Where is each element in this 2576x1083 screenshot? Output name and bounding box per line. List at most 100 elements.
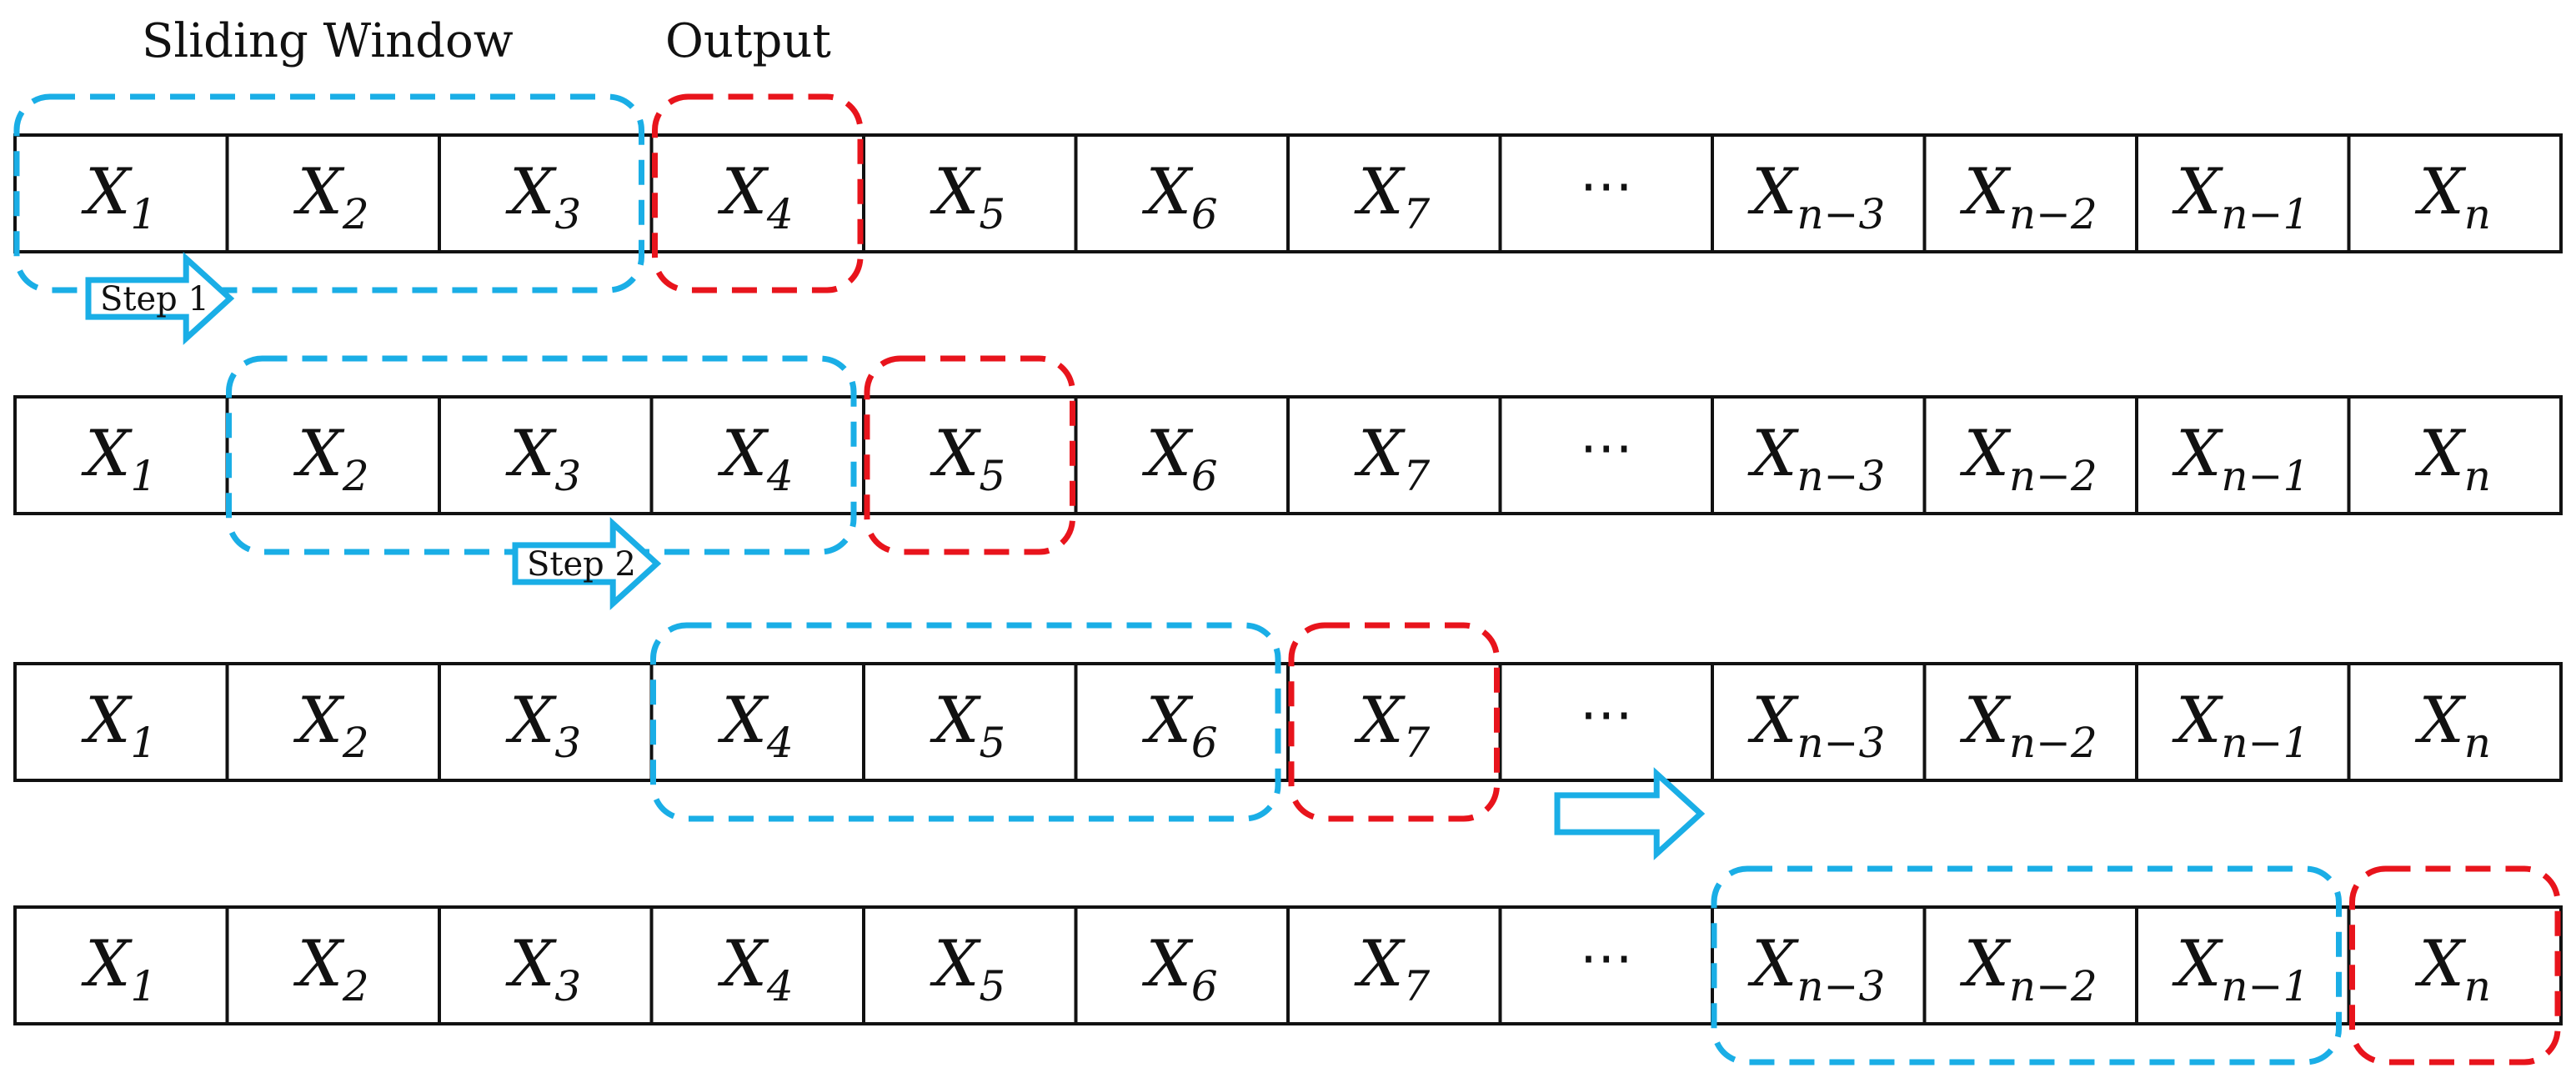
sequence-cell xyxy=(13,133,229,253)
symbol-subscript: n−3 xyxy=(1797,190,1885,238)
sliding-window-box xyxy=(1711,865,2342,1065)
symbol-base: X xyxy=(1354,926,1406,1000)
symbol-subscript: 7 xyxy=(1403,452,1430,500)
cell-symbol: Xn−3 xyxy=(1747,926,1885,1010)
symbol-base: X xyxy=(505,154,557,228)
symbol-subscript: 6 xyxy=(1191,719,1218,767)
symbol-subscript: 2 xyxy=(342,190,369,238)
cell-symbol: X4 xyxy=(718,926,794,1010)
output-box xyxy=(2349,865,2561,1065)
cell-symbol: Xn−3 xyxy=(1747,154,1885,238)
symbol-subscript: 5 xyxy=(979,452,1005,500)
sequence-cell xyxy=(1498,662,1714,782)
cell-symbol: Xn−3 xyxy=(1747,683,1885,767)
symbol-subscript: 3 xyxy=(554,190,581,238)
symbol-subscript: 2 xyxy=(342,452,369,500)
symbol-base: X xyxy=(1354,416,1406,490)
symbol-subscript: 4 xyxy=(766,452,794,500)
cell-symbol: X3 xyxy=(505,683,581,767)
cell-symbol: X6 xyxy=(1142,926,1218,1010)
cell-symbol: Xn−1 xyxy=(2172,926,2309,1010)
symbol-base: X xyxy=(293,416,345,490)
symbol-subscript: 2 xyxy=(342,719,369,767)
symbol-base: X xyxy=(1960,416,2012,490)
sequence-cell xyxy=(649,395,865,515)
sequence-cell xyxy=(2347,905,2563,1025)
cell-symbol: Xn−2 xyxy=(1960,683,2097,767)
sequence-cell xyxy=(2135,133,2351,253)
symbol-base: X xyxy=(930,416,981,490)
cell-symbol: Xn−2 xyxy=(1960,416,2097,500)
symbol-base: X xyxy=(930,926,981,1000)
symbol-base: X xyxy=(2172,683,2223,757)
cell-symbol: X2 xyxy=(293,154,369,238)
cell-symbol: X7 xyxy=(1354,416,1430,500)
sequence-cell xyxy=(1711,662,1927,782)
symbol-base: X xyxy=(1747,154,1799,228)
step-arrow xyxy=(512,517,662,610)
sequence-cell xyxy=(862,905,1078,1025)
cell-symbol: X3 xyxy=(505,926,581,1010)
symbol-base: X xyxy=(2172,416,2223,490)
symbol-subscript: n xyxy=(2464,452,2491,500)
cell-symbol: X1 xyxy=(81,926,157,1010)
sequence-cell xyxy=(1286,905,1502,1025)
symbol-base: X xyxy=(1142,154,1194,228)
sequence-cell xyxy=(1498,395,1714,515)
sequence-cell xyxy=(1498,133,1714,253)
symbol-subscript: n−1 xyxy=(2221,719,2309,767)
cell-symbol: Xn xyxy=(2415,154,2491,238)
symbol-base: X xyxy=(81,926,133,1000)
step-label: Step 2 xyxy=(527,545,636,584)
symbol-base: X xyxy=(293,154,345,228)
symbol-subscript: 5 xyxy=(979,190,1005,238)
symbol-subscript: 7 xyxy=(1403,719,1430,767)
cell-symbol: X6 xyxy=(1142,416,1218,500)
sequence-cell xyxy=(1074,905,1290,1025)
cell-symbol: X6 xyxy=(1142,683,1218,767)
output-label: Output xyxy=(665,14,831,68)
symbol-base: X xyxy=(2172,926,2223,1000)
symbol-subscript: 2 xyxy=(342,962,369,1010)
sequence-cell xyxy=(438,133,654,253)
symbol-base: X xyxy=(1747,416,1799,490)
sequence-cell xyxy=(2347,133,2563,253)
sequence-cell xyxy=(1286,133,1502,253)
symbol-subscript: 4 xyxy=(766,719,794,767)
symbol-subscript: 5 xyxy=(979,962,1005,1010)
symbol-subscript: 4 xyxy=(766,190,794,238)
step-arrow xyxy=(85,252,235,345)
cell-symbol: X1 xyxy=(81,683,157,767)
ellipsis-label: ⋯ xyxy=(1580,417,1633,479)
output-box xyxy=(1288,622,1500,822)
symbol-subscript: 3 xyxy=(554,719,581,767)
symbol-subscript: n−2 xyxy=(2009,719,2097,767)
sequence-cell xyxy=(13,905,229,1025)
cell-symbol: X5 xyxy=(930,683,1005,767)
ellipsis-label: ⋯ xyxy=(1580,155,1633,217)
symbol-subscript: n−1 xyxy=(2221,190,2309,238)
cell-symbol: Xn−1 xyxy=(2172,416,2309,500)
cell-symbol: X4 xyxy=(718,683,794,767)
symbol-subscript: 1 xyxy=(130,719,157,767)
symbol-base: X xyxy=(930,683,981,757)
sliding-window-box xyxy=(226,355,857,555)
step-arrow xyxy=(1554,767,1706,860)
symbol-base: X xyxy=(2172,154,2223,228)
symbol-base: X xyxy=(1960,683,2012,757)
cell-symbol: X7 xyxy=(1354,926,1430,1010)
symbol-subscript: n−3 xyxy=(1797,719,1885,767)
sequence-cell xyxy=(1711,395,1927,515)
step-label: Step 1 xyxy=(100,280,209,318)
symbol-subscript: n xyxy=(2464,719,2491,767)
cell-symbol: Xn xyxy=(2415,416,2491,500)
sequence-cell xyxy=(2135,662,2351,782)
symbol-base: X xyxy=(293,926,345,1000)
cell-symbol: Xn xyxy=(2415,926,2491,1010)
sequence-cell xyxy=(438,395,654,515)
cell-symbol: X5 xyxy=(930,416,1005,500)
sequence-cell xyxy=(438,662,654,782)
symbol-subscript: 6 xyxy=(1191,452,1218,500)
symbol-subscript: 6 xyxy=(1191,962,1218,1010)
symbol-base: X xyxy=(718,683,769,757)
